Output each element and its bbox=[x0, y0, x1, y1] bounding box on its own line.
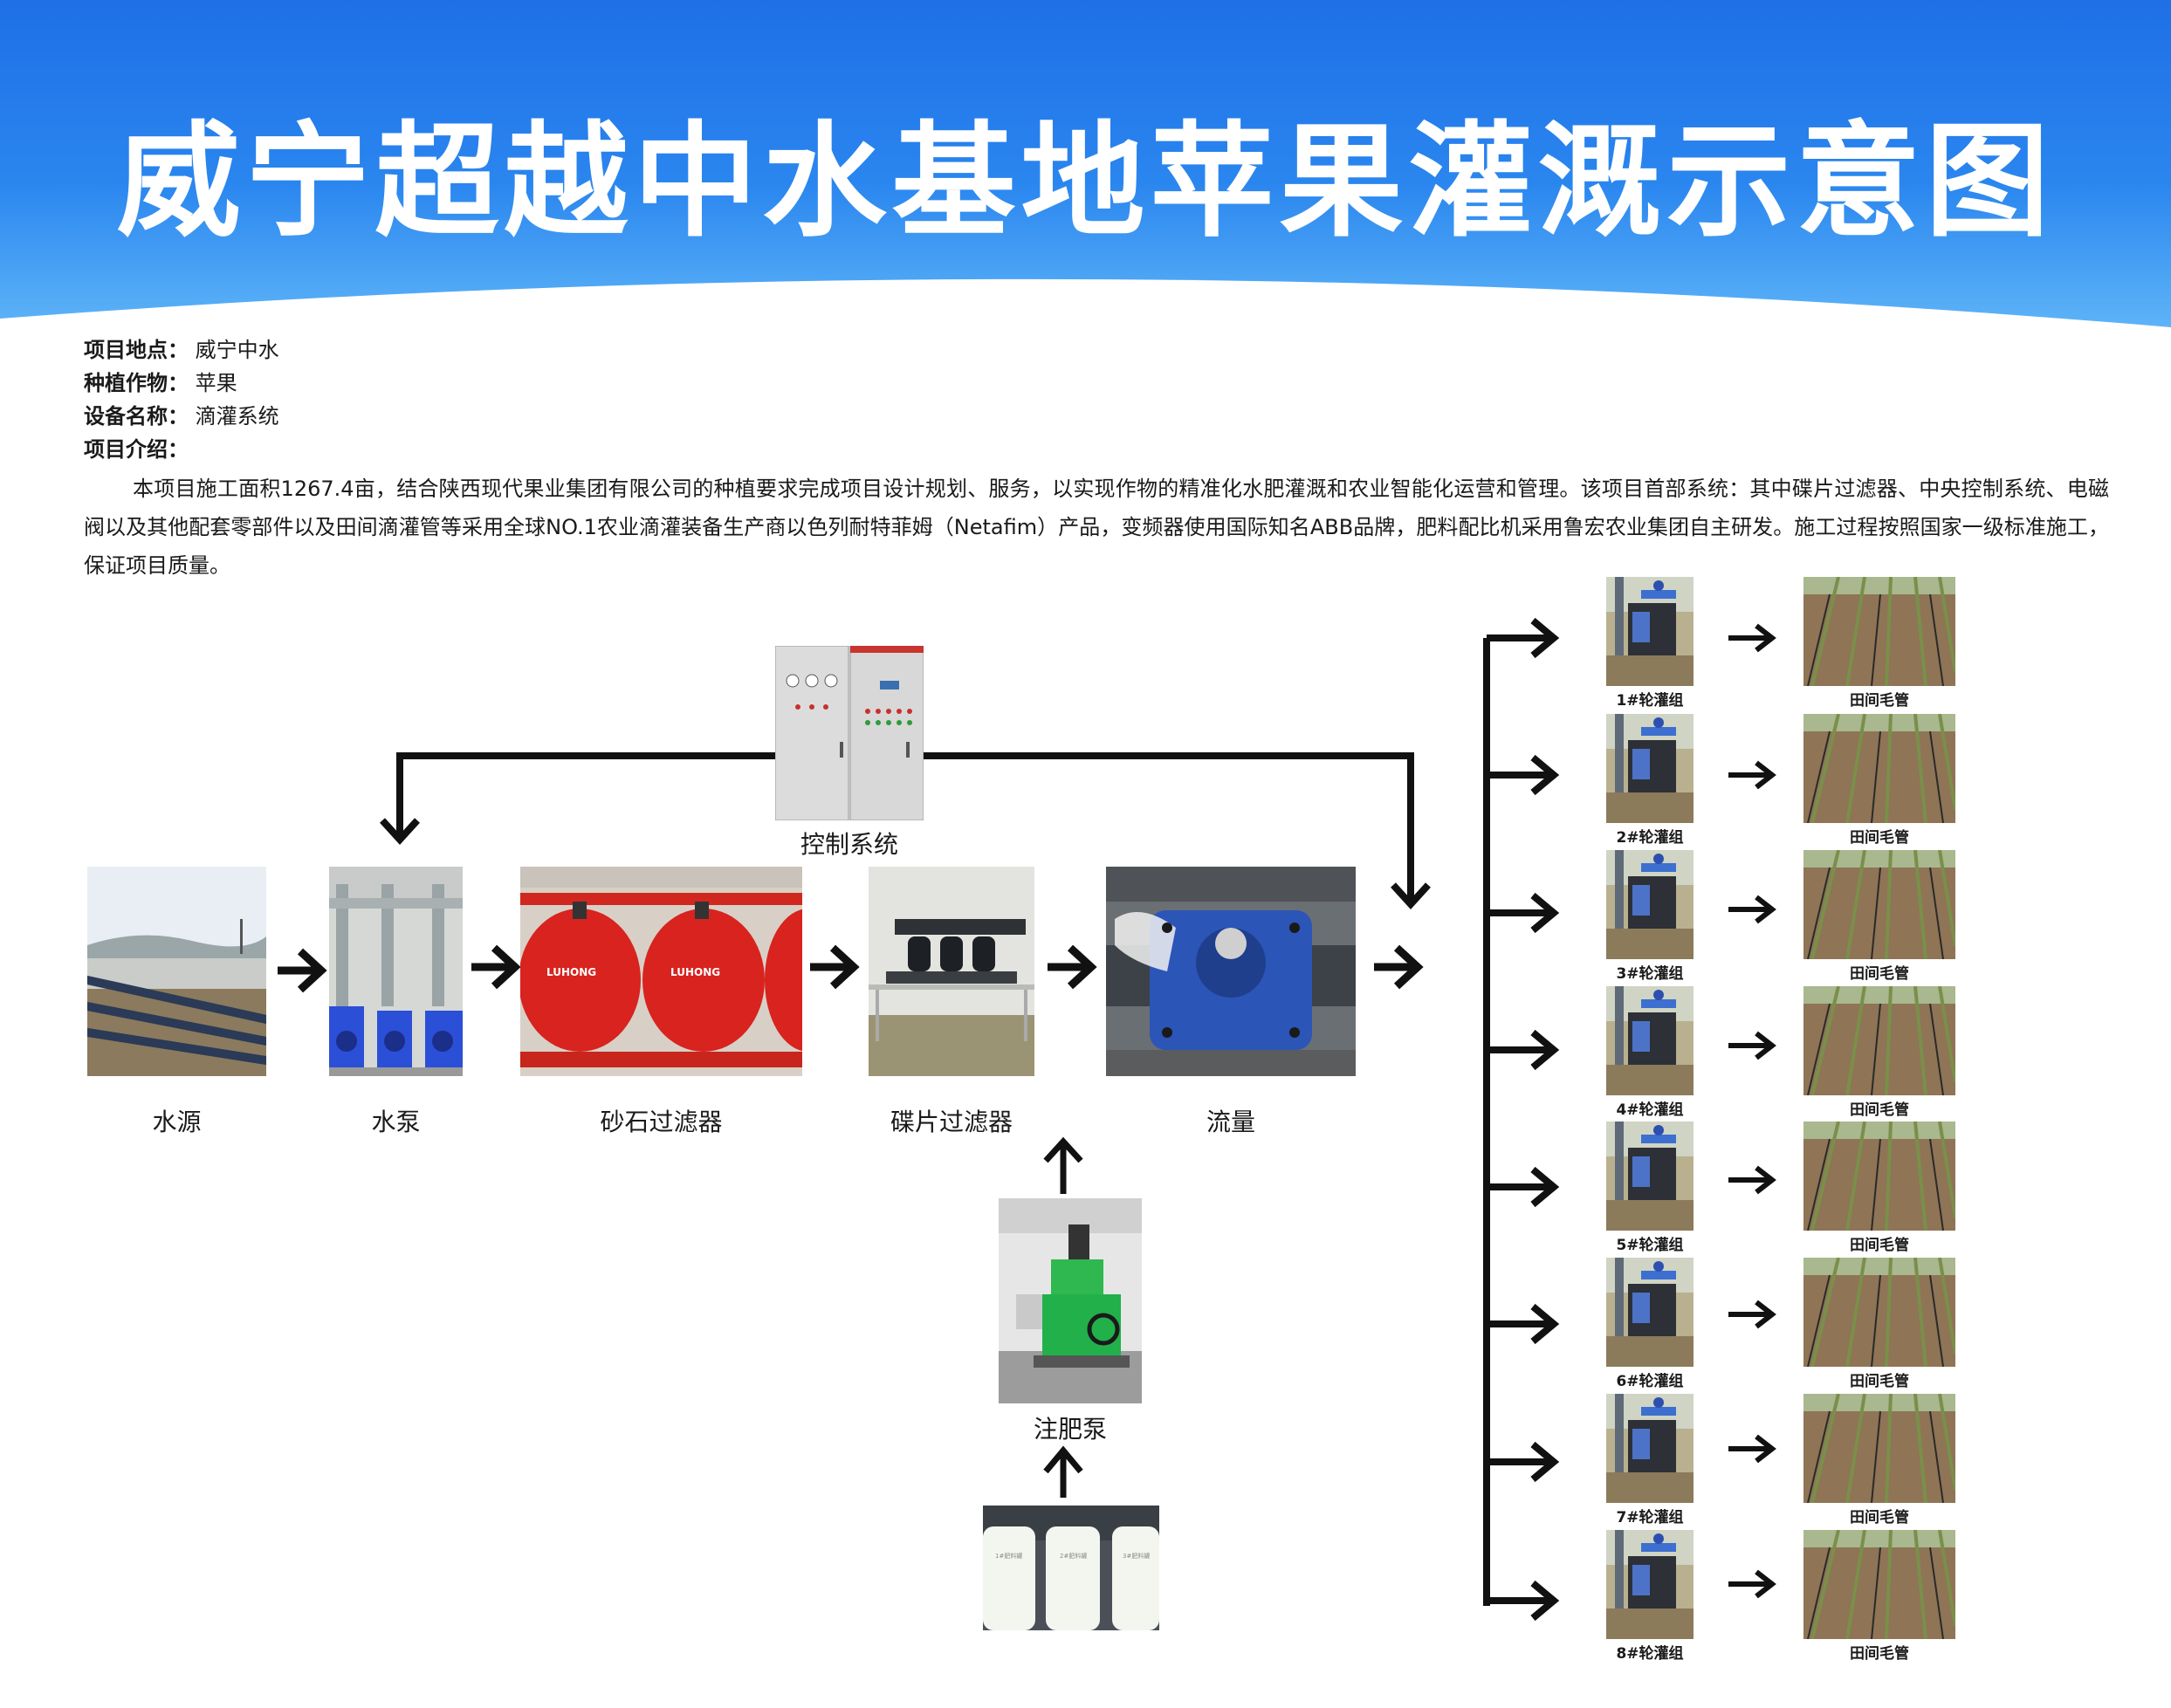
pump-photo bbox=[329, 867, 463, 1076]
field-pipe-label: 田间毛管 bbox=[1803, 1097, 1955, 1119]
valve-group-label: 8#轮灌组 bbox=[1597, 1641, 1702, 1663]
field-pipe-label: 田间毛管 bbox=[1803, 825, 1955, 847]
group-to-field-arrows bbox=[1728, 626, 1772, 1596]
disc-filter-photo bbox=[869, 867, 1034, 1076]
pump-label: 水泵 bbox=[329, 1103, 463, 1138]
valve-group-photo bbox=[1606, 986, 1694, 1095]
valve-group-label: 2#轮灌组 bbox=[1597, 825, 1702, 847]
flow-meter-label: 流量 bbox=[1106, 1103, 1356, 1138]
field-pipe-label: 田间毛管 bbox=[1803, 1641, 1955, 1663]
disc-filter-label: 碟片过滤器 bbox=[869, 1103, 1034, 1138]
water-source-label: 水源 bbox=[87, 1103, 266, 1138]
valve-group-label: 4#轮灌组 bbox=[1597, 1097, 1702, 1119]
water-source-photo bbox=[87, 867, 266, 1076]
valve-group-photo bbox=[1606, 714, 1694, 823]
valve-group-photo bbox=[1606, 1122, 1694, 1231]
valve-group-photo bbox=[1606, 1394, 1694, 1503]
field-pipe-label: 田间毛管 bbox=[1803, 961, 1955, 983]
field-pipe-photo bbox=[1803, 850, 1955, 959]
field-pipe-photo bbox=[1803, 1258, 1955, 1367]
fertilizer-tanks-photo: 1#肥料罐 2#肥料罐 3#肥料罐 bbox=[983, 1506, 1159, 1630]
valve-group-label: 6#轮灌组 bbox=[1597, 1368, 1702, 1390]
valve-group-photo bbox=[1606, 577, 1694, 686]
fertilizer-pump-label: 注肥泵 bbox=[999, 1410, 1142, 1445]
valve-group-label: 1#轮灌组 bbox=[1597, 688, 1702, 710]
field-pipe-photo bbox=[1803, 577, 1955, 686]
field-pipe-photo bbox=[1803, 1394, 1955, 1503]
fertilizer-pump-photo bbox=[999, 1198, 1142, 1403]
field-pipe-label: 田间毛管 bbox=[1803, 688, 1955, 710]
filter-brand-2: LUHONG bbox=[670, 966, 720, 978]
manifold-arrows bbox=[1487, 621, 1554, 1618]
tank-label-1: 1#肥料罐 bbox=[995, 1552, 1022, 1560]
valve-group-photo bbox=[1606, 850, 1694, 959]
tank-label-2: 2#肥料罐 bbox=[1060, 1552, 1087, 1560]
field-pipe-photo bbox=[1803, 1530, 1955, 1639]
field-pipe-photo bbox=[1803, 1122, 1955, 1231]
field-pipe-label: 田间毛管 bbox=[1803, 1232, 1955, 1254]
tank-label-3: 3#肥料罐 bbox=[1123, 1552, 1150, 1560]
valve-group-label: 3#轮灌组 bbox=[1597, 961, 1702, 983]
field-pipe-photo bbox=[1803, 986, 1955, 1095]
valve-group-label: 7#轮灌组 bbox=[1597, 1505, 1702, 1526]
filter-brand-1: LUHONG bbox=[546, 966, 596, 978]
valve-group-photo bbox=[1606, 1530, 1694, 1639]
sand-filter-photo: LUHONG LUHONG bbox=[520, 867, 802, 1076]
field-pipe-label: 田间毛管 bbox=[1803, 1368, 1955, 1390]
sand-filter-label: 砂石过滤器 bbox=[520, 1103, 802, 1138]
valve-group-label: 5#轮灌组 bbox=[1597, 1232, 1702, 1254]
flow-meter-photo bbox=[1106, 867, 1356, 1076]
control-system-label: 控制系统 bbox=[775, 826, 924, 861]
control-system-photo bbox=[775, 646, 924, 820]
field-pipe-label: 田间毛管 bbox=[1803, 1505, 1955, 1526]
valve-group-photo bbox=[1606, 1258, 1694, 1367]
field-pipe-photo bbox=[1803, 714, 1955, 823]
